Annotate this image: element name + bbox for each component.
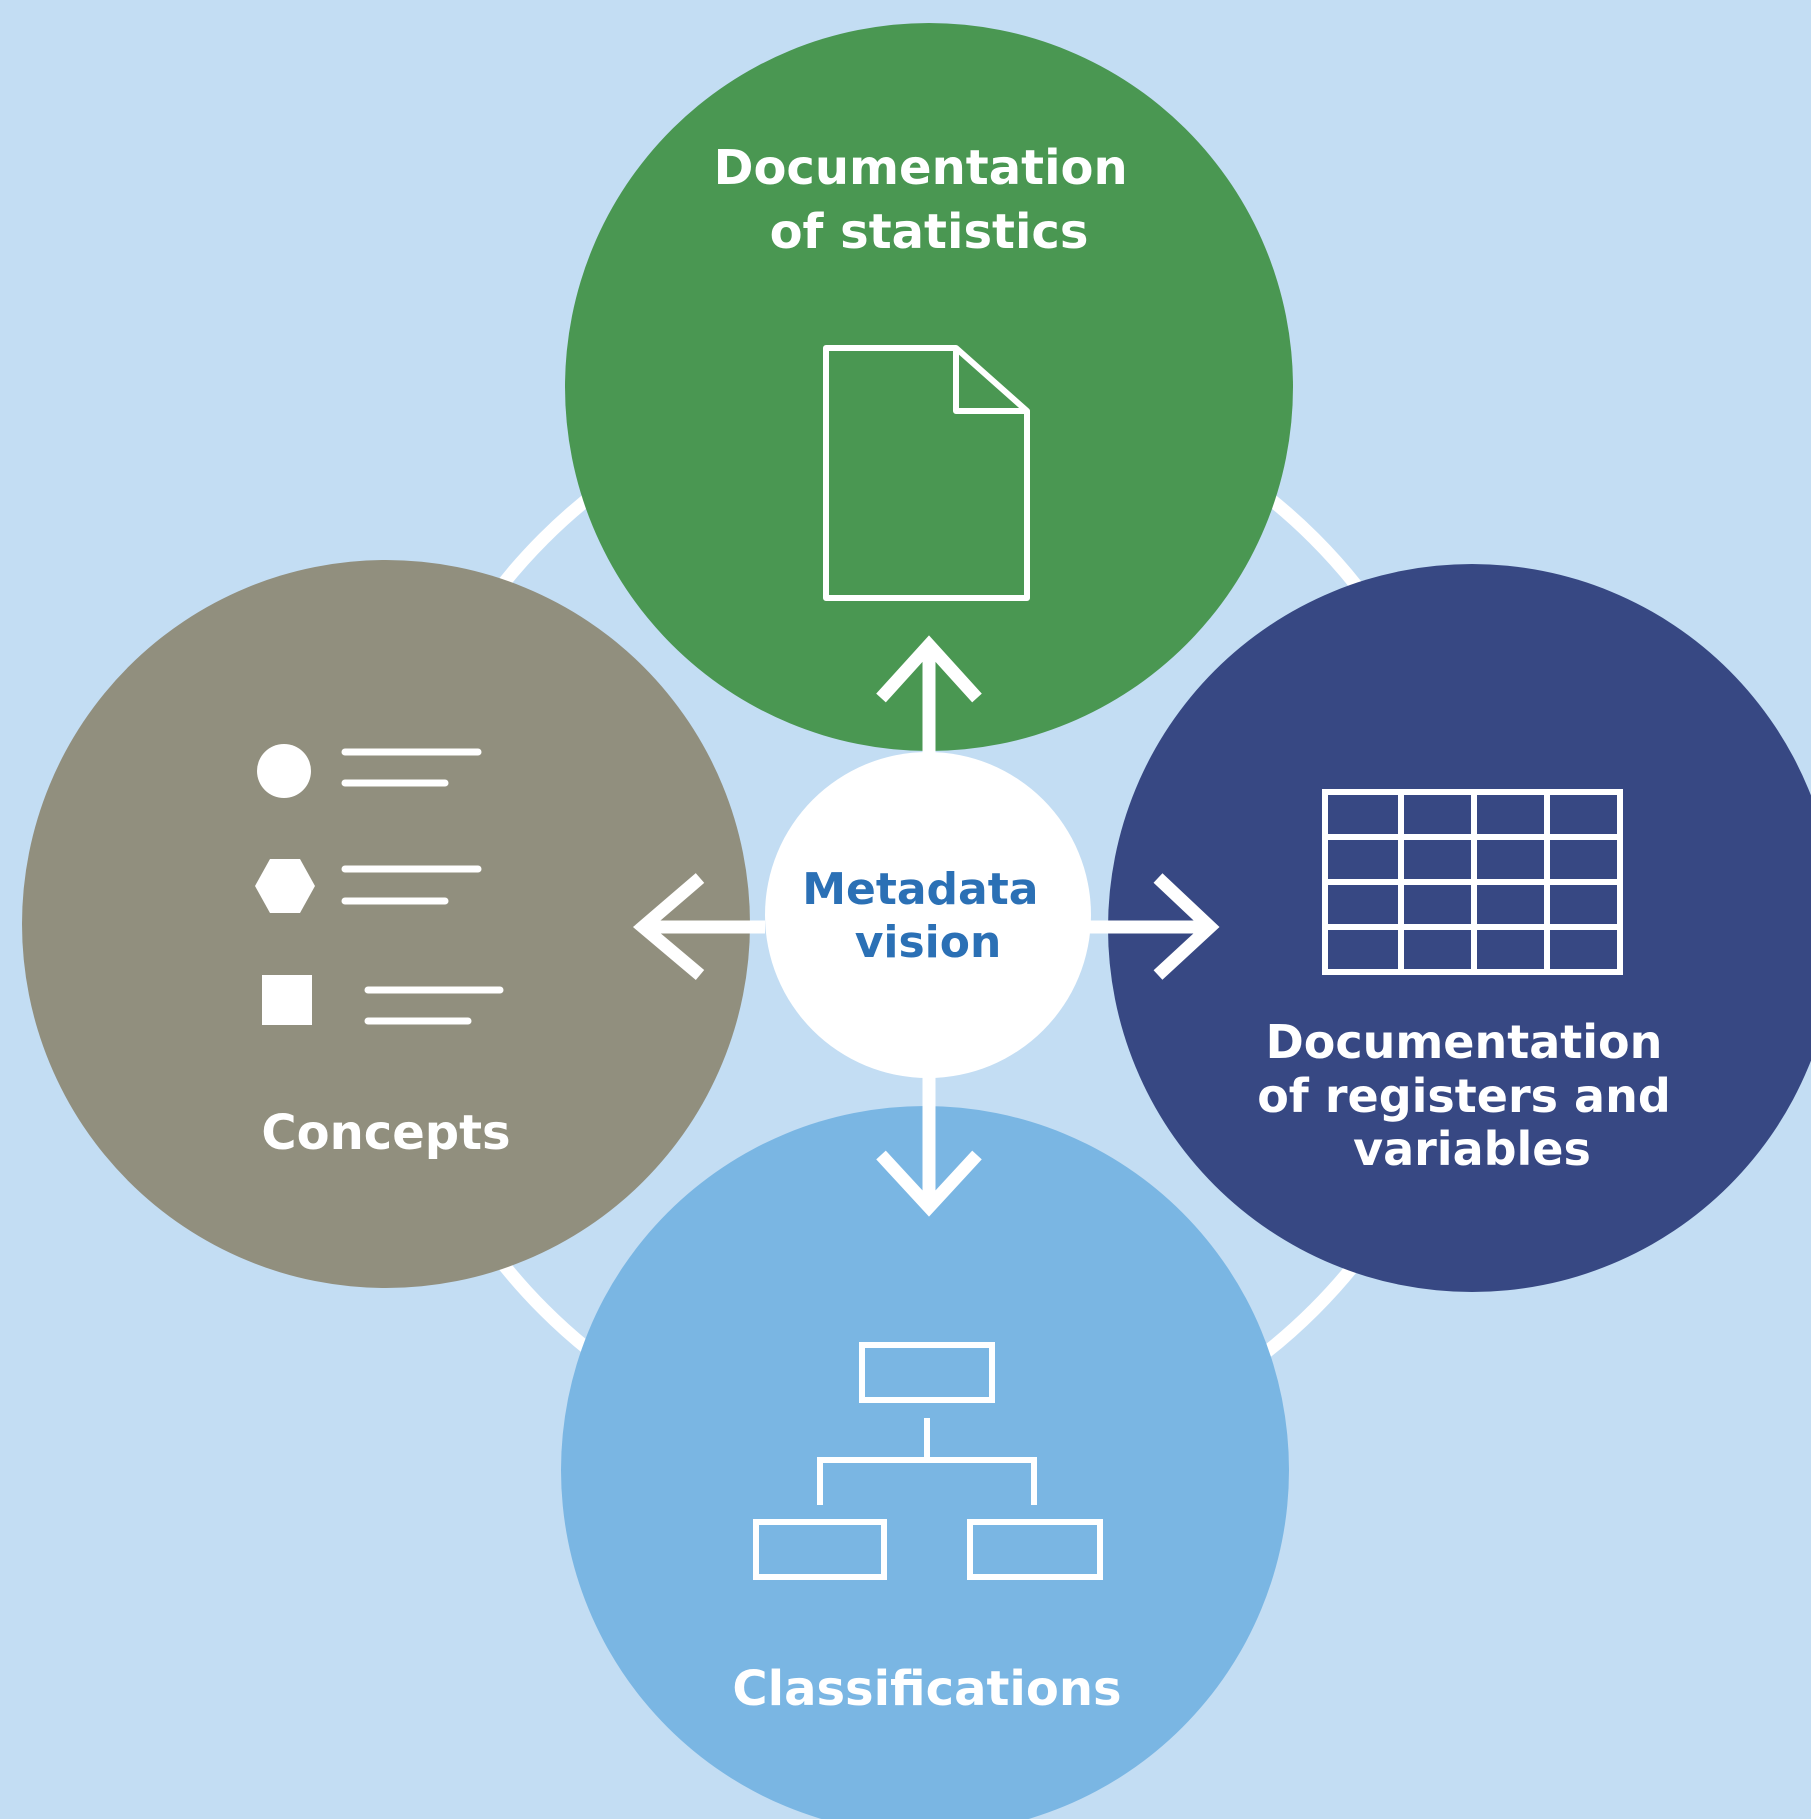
node-statistics[interactable]: Documentation of statistics bbox=[565, 23, 1293, 751]
table-icon bbox=[1322, 789, 1623, 975]
center-hub-circle bbox=[765, 752, 1091, 1078]
center-title-line2: vision bbox=[855, 917, 1002, 968]
svg-text:Classifications: Classifications bbox=[732, 1661, 1121, 1717]
hexagon-shape-icon bbox=[255, 859, 315, 913]
document-icon bbox=[823, 345, 1030, 601]
arrow-down-icon bbox=[876, 1075, 982, 1217]
center-hub[interactable]: Metadata vision bbox=[765, 752, 1091, 1078]
arrow-right-icon bbox=[1090, 873, 1220, 980]
node-classifications[interactable]: Classifications bbox=[561, 1106, 1289, 1819]
node-classifications-title: Classifications bbox=[732, 1661, 1121, 1717]
shape-list-icon bbox=[255, 744, 504, 1025]
node-registers-title-line3: variables bbox=[1353, 1122, 1591, 1176]
arrow-left-icon bbox=[632, 873, 765, 980]
node-registers-title-line1: Documentation bbox=[1266, 1015, 1663, 1069]
node-concepts-circle bbox=[22, 560, 750, 1288]
arrows bbox=[632, 635, 1220, 1217]
svg-text:Metadata vision: Metadata vision bbox=[802, 864, 1054, 968]
circle-shape-icon bbox=[257, 744, 311, 798]
node-statistics-title-line1: Documentation bbox=[714, 140, 1128, 196]
node-registers-title-line2: of registers and bbox=[1257, 1069, 1671, 1123]
node-concepts-title: Concepts bbox=[261, 1105, 510, 1161]
square-shape-icon bbox=[262, 975, 312, 1025]
center-title-line1: Metadata bbox=[802, 864, 1038, 915]
arrow-up-icon bbox=[876, 635, 982, 760]
node-statistics-title-line2: of statistics bbox=[770, 204, 1089, 260]
hierarchy-icon bbox=[753, 1342, 1103, 1580]
node-concepts[interactable]: Concepts bbox=[22, 560, 750, 1288]
svg-text:Documentation of statist: Documentation of statistics bbox=[714, 140, 1145, 260]
svg-text:Concepts: Concepts bbox=[261, 1105, 510, 1161]
node-registers[interactable]: Documentation of registers and variables bbox=[1108, 564, 1811, 1292]
svg-text:Documentation of registe: Documentation of registers and variables bbox=[1257, 1015, 1687, 1176]
node-statistics-circle bbox=[565, 23, 1293, 751]
